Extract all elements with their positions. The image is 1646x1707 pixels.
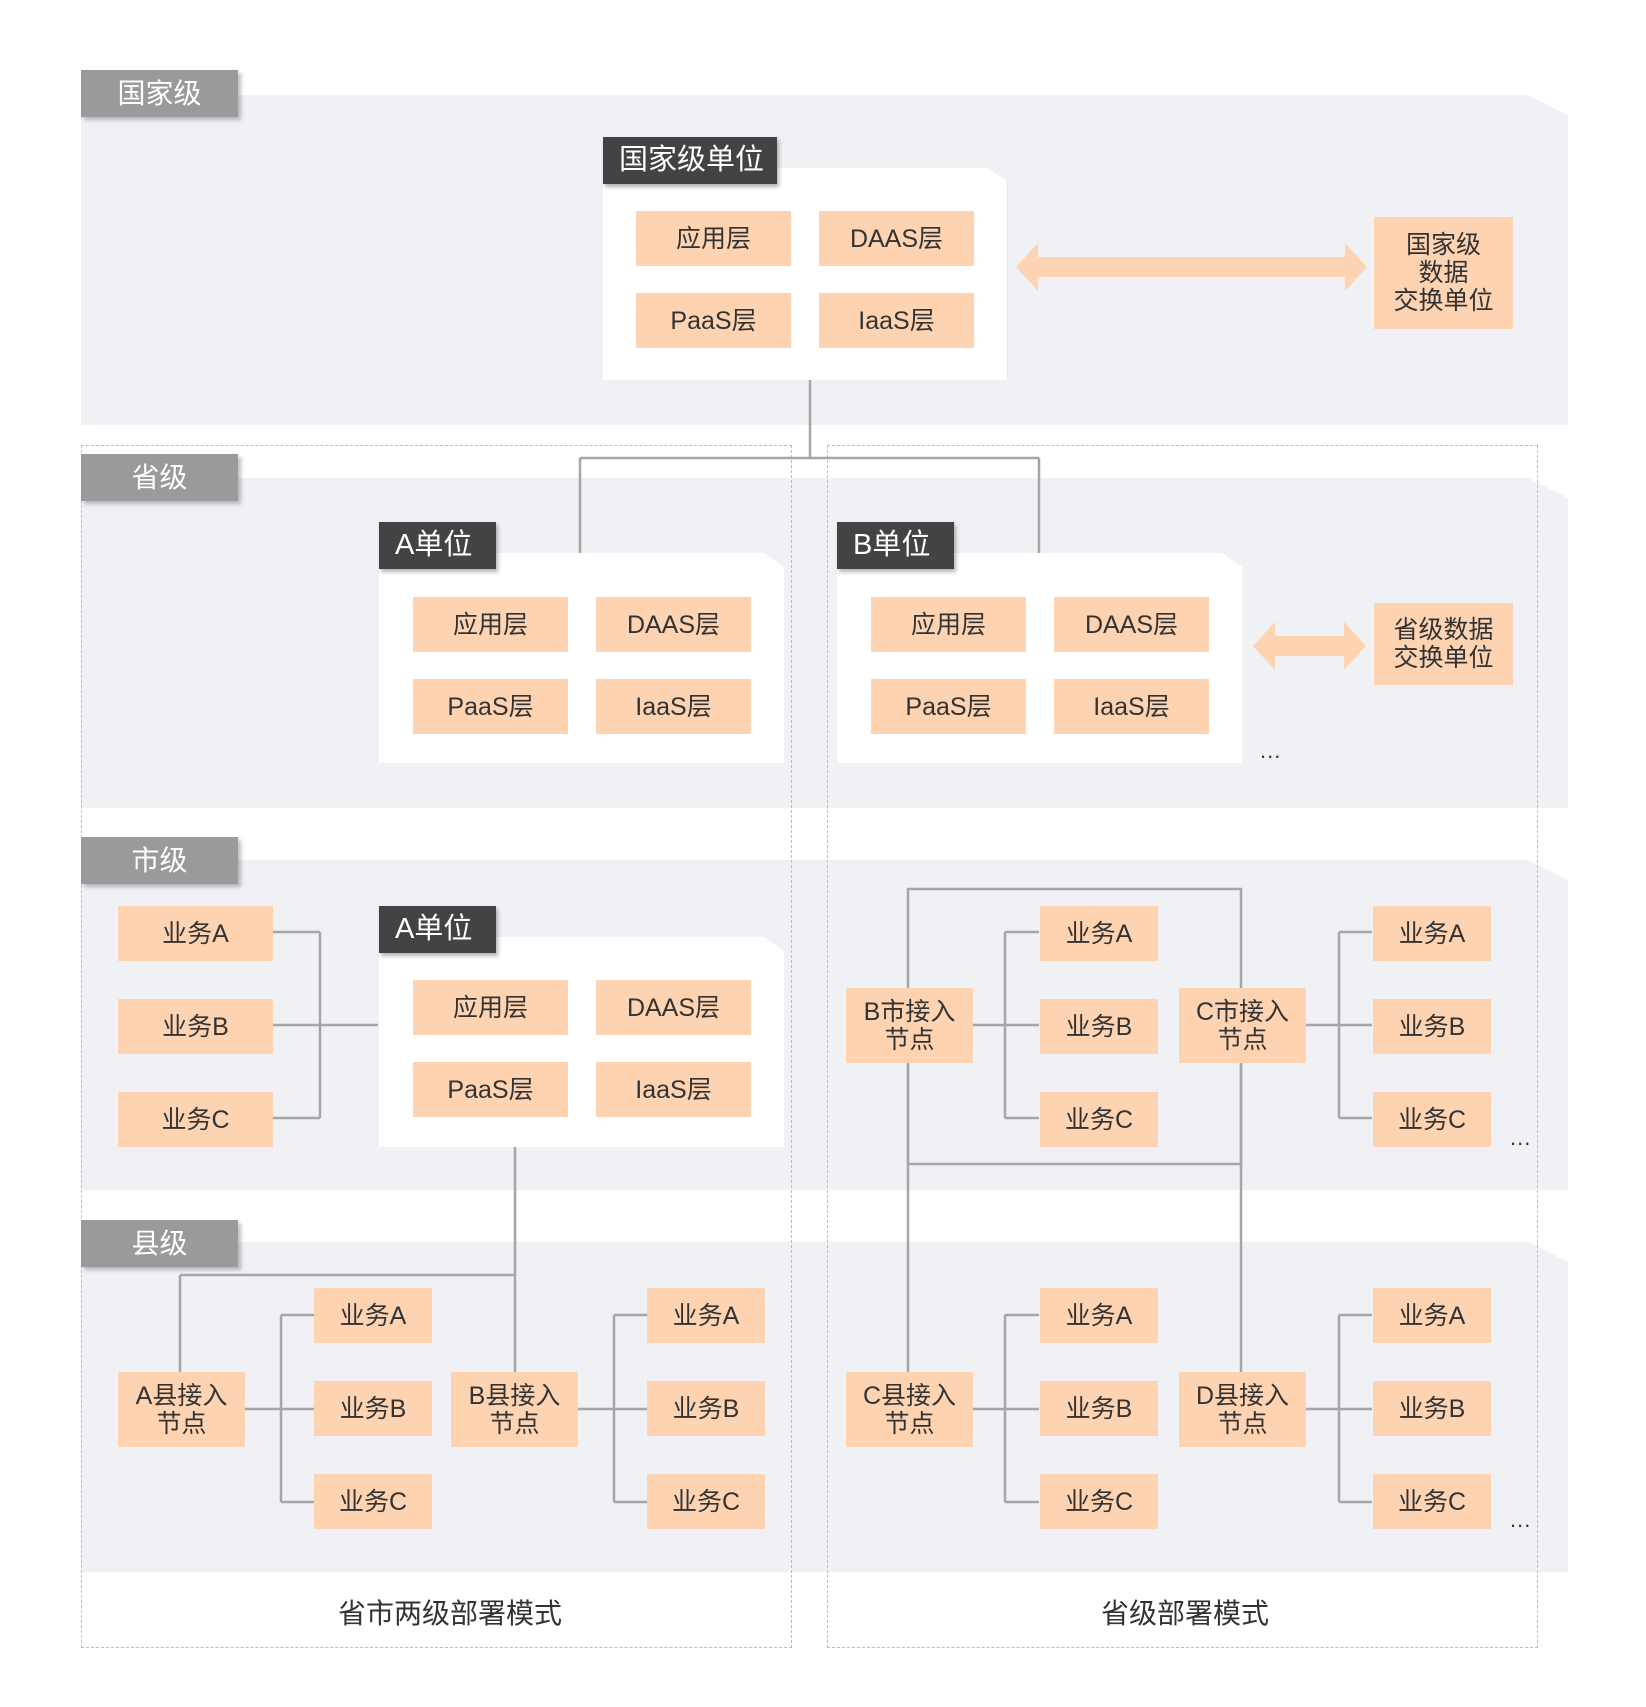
prov-a-iaas-layer: IaaS层 xyxy=(596,679,751,734)
prov-a-unit-tag: A单位 xyxy=(379,522,496,569)
d-county-service-c: 业务C xyxy=(1373,1474,1491,1529)
provincial-exchange-unit: 省级数据 交换单位 xyxy=(1374,603,1513,685)
d-county-service-b: 业务B xyxy=(1373,1381,1491,1436)
b-county-service-a: 业务A xyxy=(647,1288,765,1343)
b-county-service-b: 业务B xyxy=(647,1381,765,1436)
c-county-service-c: 业务C xyxy=(1040,1474,1158,1529)
national-exchange-arrow xyxy=(1016,243,1367,291)
b-county-access-node: B县接入 节点 xyxy=(451,1372,578,1447)
c-city-service-c: 业务C xyxy=(1373,1092,1491,1147)
city-service-a: 业务A xyxy=(118,906,273,961)
prov-b-daas-layer: DAAS层 xyxy=(1054,597,1209,652)
prov-a-paas-layer: PaaS层 xyxy=(413,679,568,734)
dual-tier-mode-frame xyxy=(81,445,792,1648)
c-city-service-b: 业务B xyxy=(1373,999,1491,1054)
city-service-c: 业务C xyxy=(118,1092,273,1147)
provincial-mode-frame xyxy=(827,445,1538,1648)
national-unit-tag: 国家级单位 xyxy=(603,137,777,184)
c-city-access-node: C市接入 节点 xyxy=(1179,988,1306,1063)
city-ellipsis: ... xyxy=(1510,1125,1532,1150)
tier-tag-provincial: 省级 xyxy=(81,454,238,501)
d-county-service-a: 业务A xyxy=(1373,1288,1491,1343)
a-county-service-b: 业务B xyxy=(314,1381,432,1436)
tier-tag-national: 国家级 xyxy=(81,70,238,117)
b-city-service-a: 业务A xyxy=(1040,906,1158,961)
city-a-paas-layer: PaaS层 xyxy=(413,1062,568,1117)
c-city-service-a: 业务A xyxy=(1373,906,1491,961)
city-service-b: 业务B xyxy=(118,999,273,1054)
dual-tier-mode-caption: 省市两级部署模式 xyxy=(337,1598,562,1629)
provincial-mode-caption: 省级部署模式 xyxy=(1100,1598,1269,1629)
provincial-exchange-arrow xyxy=(1253,622,1366,670)
national-daas-layer: DAAS层 xyxy=(819,211,974,266)
prov-a-daas-layer: DAAS层 xyxy=(596,597,751,652)
prov-b-paas-layer: PaaS层 xyxy=(871,679,1026,734)
city-a-app-layer: 应用层 xyxy=(413,980,568,1035)
provincial-ellipsis: ... xyxy=(1260,738,1282,763)
b-city-service-c: 业务C xyxy=(1040,1092,1158,1147)
a-county-service-a: 业务A xyxy=(314,1288,432,1343)
c-county-service-a: 业务A xyxy=(1040,1288,1158,1343)
b-city-access-node: B市接入 节点 xyxy=(846,988,973,1063)
prov-b-app-layer: 应用层 xyxy=(871,597,1026,652)
prov-b-iaas-layer: IaaS层 xyxy=(1054,679,1209,734)
c-county-access-node: C县接入 节点 xyxy=(846,1372,973,1447)
a-county-access-node: A县接入 节点 xyxy=(118,1372,245,1447)
b-county-service-c: 业务C xyxy=(647,1474,765,1529)
prov-a-app-layer: 应用层 xyxy=(413,597,568,652)
b-city-service-b: 业务B xyxy=(1040,999,1158,1054)
city-a-iaas-layer: IaaS层 xyxy=(596,1062,751,1117)
c-county-service-b: 业务B xyxy=(1040,1381,1158,1436)
county-ellipsis: ... xyxy=(1510,1507,1532,1532)
a-county-service-c: 业务C xyxy=(314,1474,432,1529)
city-a-unit-tag: A单位 xyxy=(379,906,496,953)
d-county-access-node: D县接入 节点 xyxy=(1179,1372,1306,1447)
national-exchange-unit: 国家级 数据 交换单位 xyxy=(1374,217,1513,329)
city-a-daas-layer: DAAS层 xyxy=(596,980,751,1035)
prov-b-unit-tag: B单位 xyxy=(837,522,954,569)
national-app-layer: 应用层 xyxy=(636,211,791,266)
national-paas-layer: PaaS层 xyxy=(636,293,791,348)
national-unit-card xyxy=(603,168,1007,380)
tier-tag-city: 市级 xyxy=(81,837,238,884)
national-iaas-layer: IaaS层 xyxy=(819,293,974,348)
tier-tag-county: 县级 xyxy=(81,1220,238,1267)
